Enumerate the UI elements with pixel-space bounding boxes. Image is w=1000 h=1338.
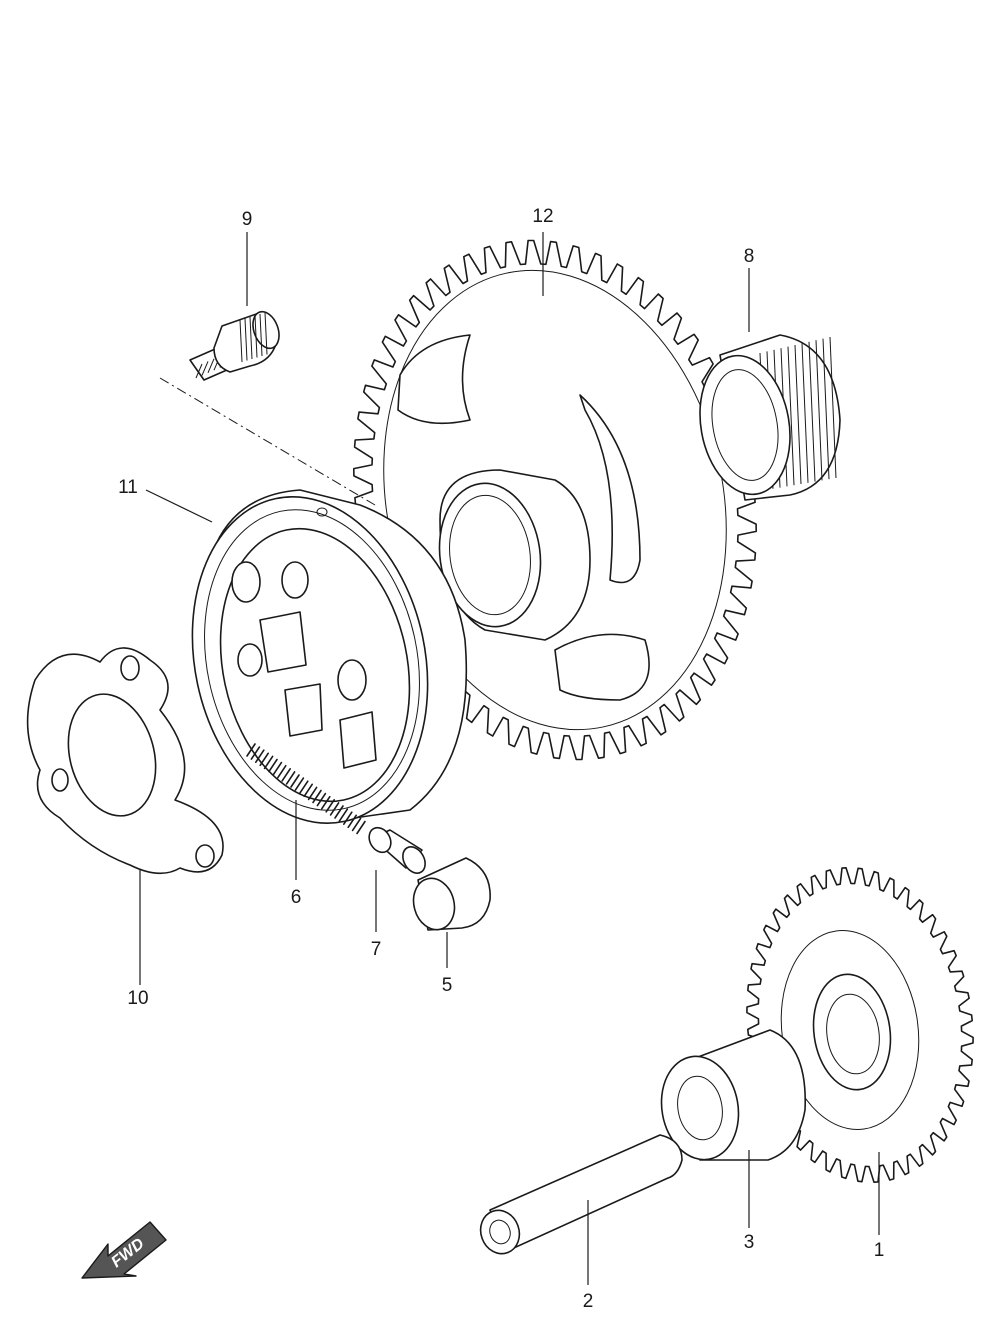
part-5-roller	[412, 857, 491, 931]
part-8-needle-bearing	[699, 334, 841, 501]
part-9-bolt	[159, 310, 376, 506]
part-10-plate	[26, 647, 224, 875]
part-3-bushing	[660, 1029, 806, 1161]
part-7-plunger	[368, 826, 426, 874]
callout-labels: 9 12 8 11 6 7 5 10 1 3 2	[118, 206, 884, 1312]
leader-lines	[139, 232, 880, 1285]
callout-12: 12	[532, 206, 553, 227]
fwd-direction-arrow: FWD	[81, 1221, 167, 1279]
callout-6: 6	[291, 887, 302, 908]
part-11-clutch-housing	[191, 489, 468, 824]
callout-3: 3	[744, 1232, 755, 1253]
callout-1: 1	[874, 1240, 885, 1261]
callout-10: 10	[127, 988, 148, 1009]
callout-5: 5	[442, 975, 453, 996]
arrow-left-icon	[81, 1221, 167, 1279]
callout-2: 2	[583, 1291, 594, 1312]
callout-8: 8	[744, 246, 755, 267]
callout-9: 9	[242, 209, 253, 230]
part-6-spring	[246, 743, 366, 835]
callout-7: 7	[371, 939, 382, 960]
callout-11: 11	[118, 477, 138, 498]
part-2-shaft	[479, 1134, 683, 1255]
